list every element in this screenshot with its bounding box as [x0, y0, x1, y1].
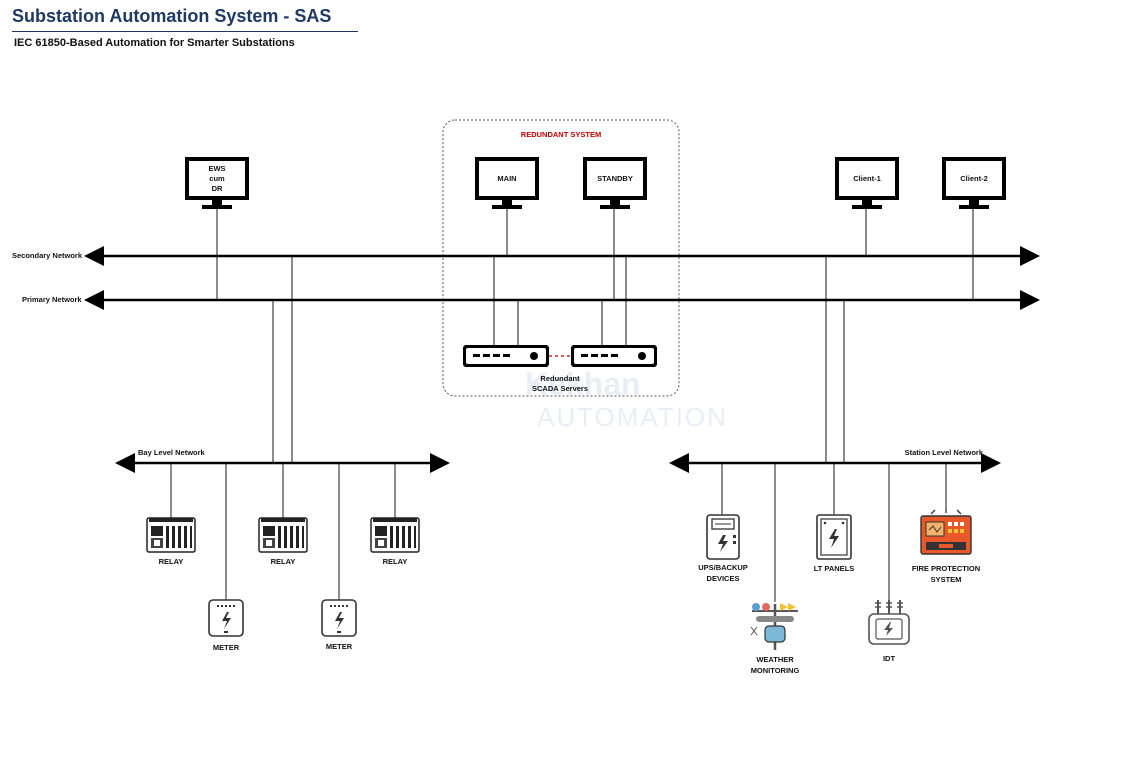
relay-label: RELAY	[159, 557, 184, 566]
page-header: Substation Automation System - SAS IEC 6…	[12, 6, 358, 49]
monitor-icon	[583, 157, 647, 209]
idt-label: IDT	[883, 654, 896, 663]
client2-label: Client-2	[960, 174, 988, 183]
ews-label-line2: cum	[209, 174, 225, 183]
title-underline	[12, 31, 358, 32]
scada-servers-label-line1: Redundant	[540, 374, 580, 383]
watermark-automation: AUTOMATION	[537, 402, 728, 432]
monitor-icon	[835, 157, 899, 209]
transformer-icon	[868, 600, 910, 645]
main-label: MAIN	[497, 174, 516, 183]
meter-device: METER	[208, 599, 244, 652]
relay-icon	[146, 517, 196, 553]
watermark-brand: Kekhan	[525, 366, 641, 402]
scada-servers-label-line2: SCADA Servers	[532, 384, 588, 393]
relay-icon	[370, 517, 420, 553]
redundant-system-title: REDUNDANT SYSTEM	[521, 130, 601, 139]
standby-label: STANDBY	[597, 174, 633, 183]
meter-icon	[208, 599, 244, 637]
lt-panels-device: LT PANELS	[814, 514, 855, 573]
idt-device: IDT	[868, 600, 910, 663]
page-subtitle: IEC 61850-Based Automation for Smarter S…	[14, 37, 295, 49]
primary-network-label: Primary Network	[22, 295, 82, 304]
lt-panels-label: LT PANELS	[814, 564, 855, 573]
ups-icon	[706, 514, 740, 560]
station-level-network-label: Station Level Network	[905, 448, 984, 457]
fire-protection-device: FIRE PROTECTION SYSTEM	[912, 508, 980, 584]
main-workstation: MAIN	[475, 157, 539, 209]
ups-label-line2: DEVICES	[707, 574, 740, 583]
page-title: Substation Automation System - SAS	[12, 6, 332, 26]
relay-device: RELAY	[370, 517, 420, 566]
scada-server-main	[463, 345, 549, 367]
relay-icon	[258, 517, 308, 553]
weather-station-icon	[750, 603, 798, 650]
weather-label-line2: MONITORING	[751, 666, 800, 675]
ups-backup-device: UPS/BACKUP DEVICES	[698, 514, 748, 583]
meter-device: METER	[321, 599, 357, 651]
standby-workstation: STANDBY	[583, 157, 647, 209]
lt-panel-icon	[816, 514, 852, 560]
relay-label: RELAY	[271, 557, 296, 566]
meter-label: METER	[213, 643, 240, 652]
meter-label: METER	[326, 642, 353, 651]
secondary-network-label: Secondary Network	[12, 251, 83, 260]
weather-monitoring-device: WEATHER MONITORING	[750, 603, 800, 675]
fire-protection-label-line1: FIRE PROTECTION	[912, 564, 980, 573]
fire-alarm-panel-icon	[920, 508, 972, 555]
monitor-icon	[475, 157, 539, 209]
relay-device: RELAY	[146, 517, 196, 566]
ews-label-line1: EWS	[208, 164, 225, 173]
ews-label-line3: DR	[212, 184, 223, 193]
relay-device: RELAY	[258, 517, 308, 566]
meter-icon	[321, 599, 357, 637]
watermark: Kekhan AUTOMATION	[525, 366, 728, 432]
bay-level-network-label: Bay Level Network	[138, 448, 206, 457]
relay-label: RELAY	[383, 557, 408, 566]
client1-label: Client-1	[853, 174, 881, 183]
client1-workstation: Client-1	[835, 157, 899, 209]
monitor-icon	[942, 157, 1006, 209]
ups-label-line1: UPS/BACKUP	[698, 563, 748, 572]
ews-workstation: EWS cum DR	[185, 157, 249, 209]
fire-protection-label-line2: SYSTEM	[931, 575, 962, 584]
client2-workstation: Client-2	[942, 157, 1006, 209]
weather-label-line1: WEATHER	[756, 655, 794, 664]
scada-server-standby	[571, 345, 657, 367]
